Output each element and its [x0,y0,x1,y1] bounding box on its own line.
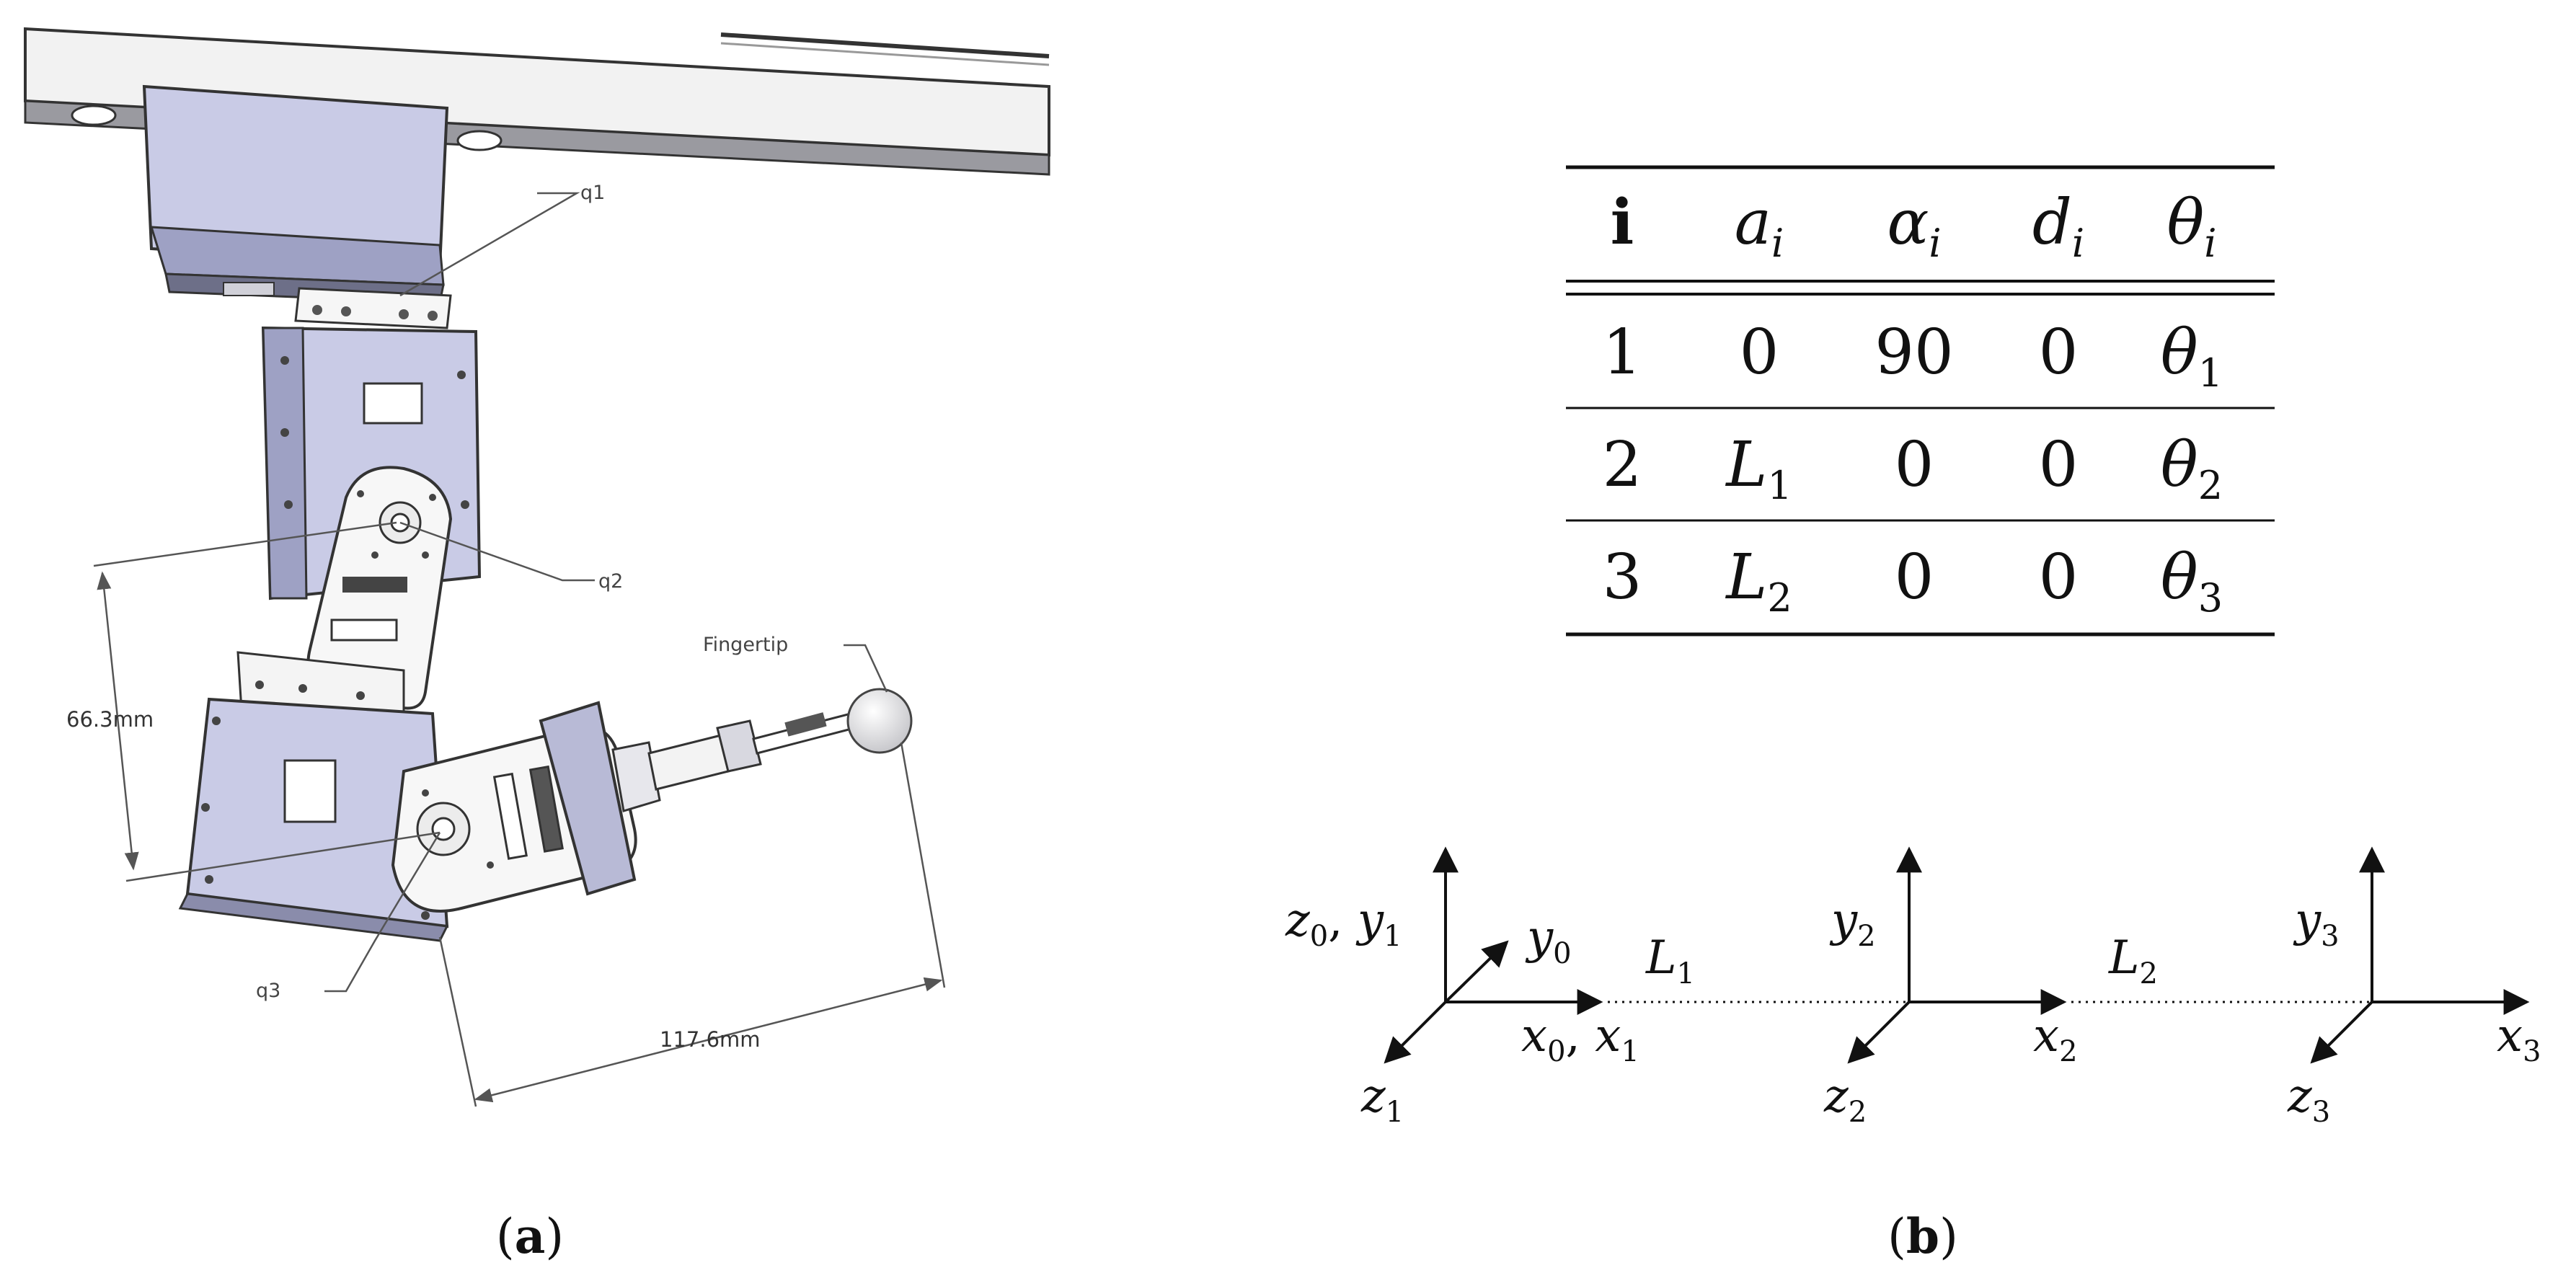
dimension-lines [93,521,946,1107]
label-y3: y3 [2293,894,2340,953]
dh-cell-r1-i: 1 [1603,316,1642,389]
dh-cell-r3-d: 0 [2039,541,2079,613]
dh-cell-r3-i: 3 [1603,541,1642,613]
label-fingertip: Fingertip [703,634,788,656]
axis-y0 [1444,940,1509,1003]
dh-cell-r1-d: 0 [2039,316,2079,389]
dh-cell-r2-d: 0 [2039,429,2079,501]
label-y2: y2 [1829,894,1876,953]
label-z0-y1: z0, y1 [1285,894,1402,953]
servo-q3 [178,697,449,942]
dh-cell-r1-a: 0 [1740,316,1779,389]
dh-header-alpha: αi [1887,187,1941,266]
dh-cell-r3-alpha: 0 [1895,541,1934,613]
dh-cell-r3-a: L2 [1725,541,1792,621]
dim-117-6mm: 117.6mm [660,1027,761,1052]
label-l2: L2 [2108,931,2158,990]
label-q1: q1 [580,182,605,204]
leader-lines [324,192,888,993]
caption-a: (a) [496,1208,564,1264]
panel-a-robot-finger: q1 q2 q3 Fingertip 66.3mm 117.6mm (a) [24,27,1050,1264]
dh-header-a: ai [1735,187,1784,266]
caption-b-letter: b [1906,1208,1939,1264]
end-effector [539,688,913,896]
dh-cell-r3-theta: θ3 [2161,541,2223,621]
label-y0: y0 [1525,911,1572,970]
label-z3: z3 [2287,1070,2330,1129]
dh-cell-r2-a: L1 [1725,429,1792,508]
axis-z3 [2310,1001,2373,1064]
caption-b: (b) [1887,1208,1958,1264]
label-x2: x2 [2033,1009,2078,1068]
bracket-upper [294,287,452,329]
label-z1: z1 [1360,1070,1404,1129]
dh-cell-r1-theta: θ1 [2161,316,2223,396]
coordinate-frames [1384,846,2530,1064]
dh-header-d: di [2032,187,2084,266]
label-l1: L1 [1645,931,1695,990]
axis-z2 [1847,1001,1911,1064]
dh-cell-r2-theta: θ2 [2161,429,2223,508]
servo-q1 [142,84,449,304]
dh-cell-r1-alpha: 90 [1875,316,1953,389]
label-z2: z2 [1823,1070,1867,1129]
caption-a-letter: a [515,1208,546,1264]
dh-table-rules [1566,165,2275,637]
dh-header-i: i [1611,186,1634,259]
label-q2: q2 [598,570,623,593]
dh-cell-r2-i: 2 [1603,429,1642,501]
dim-66-3mm: 66.3mm [66,707,154,732]
dh-header-theta: θi [2166,187,2216,266]
label-q3: q3 [256,980,280,1002]
dh-table: i ai αi di θi 1 0 90 0 θ1 2 L1 0 0 θ2 3 L2 0 0 θ3 [1603,186,2223,621]
label-x3: x3 [2497,1009,2541,1068]
dh-cell-r2-alpha: 0 [1895,429,1934,501]
axis-z1 [1384,1001,1447,1064]
label-x0-x1: x0, x1 [1521,1009,1639,1068]
